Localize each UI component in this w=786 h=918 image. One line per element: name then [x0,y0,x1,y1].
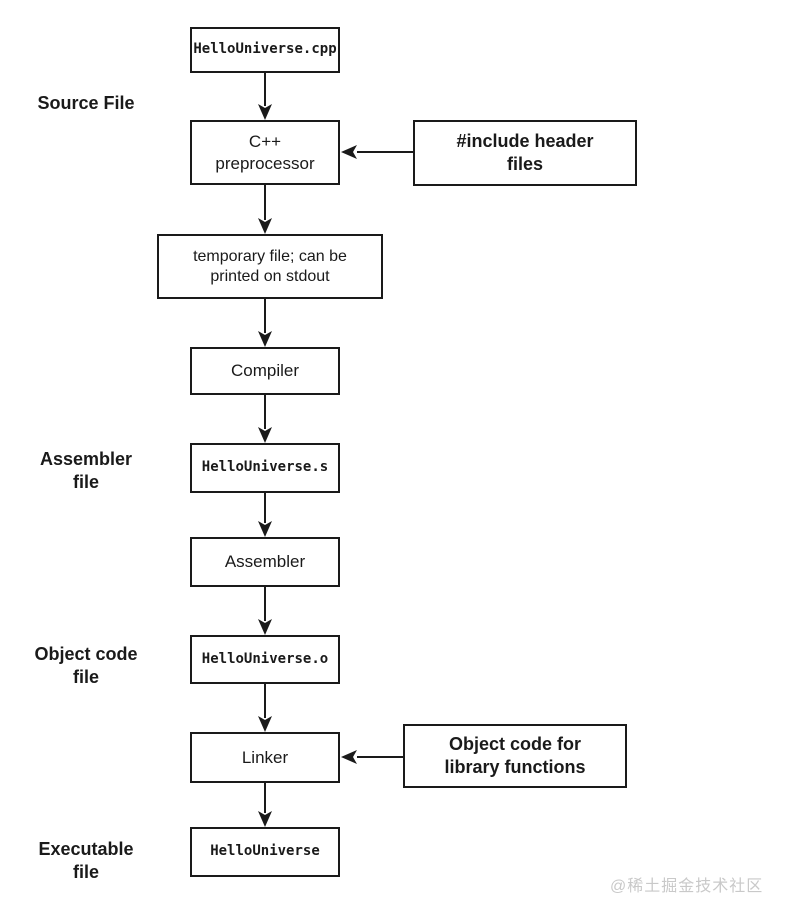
node-linker: Linker [190,732,340,783]
arrow-preprocessor-to-temp-file [258,185,272,234]
node-library-object-code: Object code for library functions [403,724,627,788]
node-cpp-preprocessor: C++ preprocessor [190,120,340,185]
label-object-code-file: Object code file [34,644,138,688]
node-source-file: HelloUniverse.cpp [190,27,340,73]
label-executable-file: Executable file [38,839,134,883]
label-assembler-file: Assembler file [39,449,133,493]
arrow-library-object-to-linker [341,750,403,764]
node-temporary-file: temporary file; can be printed on stdout [157,234,383,299]
node-assembler: Assembler [190,537,340,587]
arrow-assembler-to-object-file [258,587,272,635]
node-assembly-file: HelloUniverse.s [190,443,340,493]
arrow-object-file-to-linker [258,684,272,732]
arrow-assembly-file-to-assembler [258,493,272,537]
node-compiler: Compiler [190,347,340,395]
arrow-linker-to-executable [258,783,272,827]
arrow-source-to-preprocessor [258,73,272,120]
node-executable: HelloUniverse [190,827,340,877]
node-include-header-files: #include header files [413,120,637,186]
arrow-compiler-to-assembly-file [258,395,272,443]
node-object-file: HelloUniverse.o [190,635,340,684]
arrow-temp-file-to-compiler [258,299,272,347]
arrow-include-headers-to-preprocessor [341,145,413,159]
label-source-file: Source File [37,93,135,113]
watermark: @稀土掘金技术社区 [610,878,764,895]
